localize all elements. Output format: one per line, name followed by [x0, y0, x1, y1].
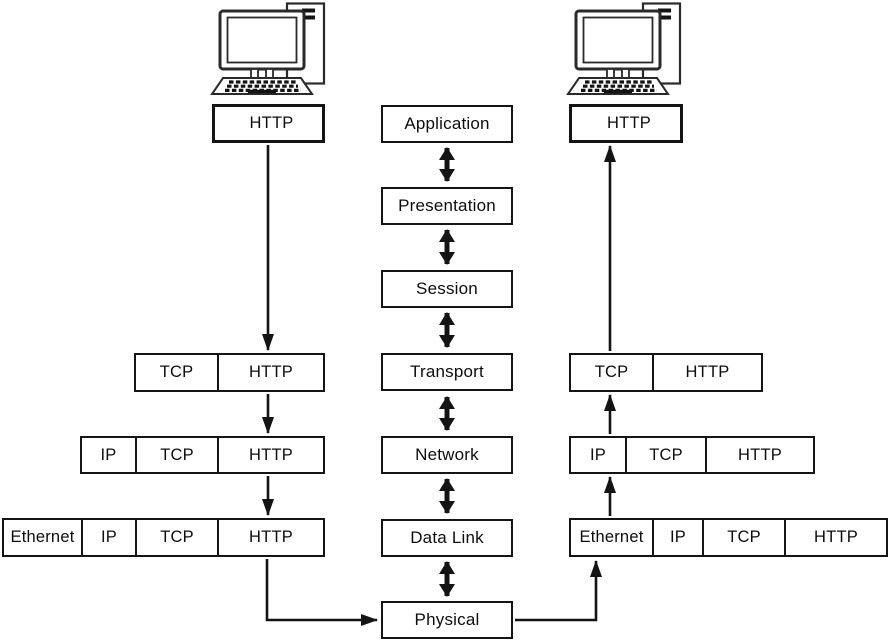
osi-layer-box: Session	[381, 270, 513, 308]
desktop-computer-icon	[566, 1, 682, 96]
osi-layer-label: Data Link	[410, 528, 484, 547]
protocol-label: HTTP	[814, 528, 858, 546]
protocol-label: IP	[590, 445, 606, 464]
protocol-cell: HTTP	[217, 438, 323, 472]
desktop-computer-icon	[210, 1, 326, 96]
osi-layer-label: Session	[416, 279, 478, 298]
protocol-label: HTTP	[249, 528, 293, 546]
protocol-label: TCP	[159, 363, 194, 381]
osi-layer-label: Network	[415, 445, 479, 464]
protocol-cell: TCP	[135, 438, 217, 472]
protocol-label: TCP	[160, 445, 194, 464]
protocol-cell: TCP	[702, 520, 784, 555]
protocol-cell: TCP	[625, 438, 705, 472]
osi-layer-box: Network	[381, 436, 513, 474]
protocol-label: HTTP	[249, 363, 293, 381]
protocol-cell: HTTP	[705, 438, 813, 472]
protocol-label: HTTP	[685, 363, 730, 381]
protocol-label: TCP	[594, 363, 629, 381]
protocol-cell: Ethernet	[4, 520, 81, 555]
protocol-label: Ethernet	[579, 528, 644, 546]
protocol-cell: HTTP	[215, 107, 328, 140]
protocol-cell: HTTP	[217, 355, 323, 390]
arrow-physical-to-ethernet	[515, 560, 602, 622]
protocol-label: HTTP	[607, 114, 651, 132]
osi-layer-box: Application	[381, 105, 513, 143]
packet-row: IP TCP HTTP	[80, 436, 325, 474]
packet-row: TCP HTTP	[569, 353, 763, 392]
protocol-label: HTTP	[249, 445, 293, 464]
protocol-label: IP	[101, 528, 117, 546]
protocol-cell: TCP	[136, 355, 217, 390]
osi-layer-box: Presentation	[381, 187, 513, 225]
osi-layer-box: Transport	[381, 353, 513, 391]
protocol-label: HTTP	[738, 445, 782, 464]
protocol-cell: HTTP	[572, 107, 686, 140]
protocol-label: TCP	[727, 528, 761, 546]
protocol-cell: IP	[81, 520, 135, 555]
osi-layer-label: Application	[404, 114, 490, 133]
protocol-label: TCP	[649, 445, 683, 464]
osi-layer-box: Data Link	[381, 519, 513, 557]
packet-row: IP TCP HTTP	[569, 436, 815, 474]
osi-layer-label: Presentation	[398, 196, 496, 215]
protocol-cell: IP	[652, 520, 702, 555]
protocol-label: Ethernet	[10, 528, 75, 546]
protocol-cell: TCP	[135, 520, 217, 555]
packet-row: Ethernet IP TCP HTTP	[2, 518, 325, 557]
protocol-cell: Ethernet	[571, 520, 652, 555]
packet-row: Ethernet IP TCP HTTP	[569, 518, 888, 557]
osi-layer-label: Transport	[410, 362, 484, 381]
arrow-ethernet-to-physical	[265, 559, 378, 626]
osi-layer-label: Physical	[414, 610, 480, 629]
protocol-cell: HTTP	[217, 520, 323, 555]
protocol-label: IP	[100, 445, 117, 464]
protocol-label: HTTP	[249, 114, 294, 132]
packet-row: HTTP	[569, 104, 683, 143]
protocol-cell: IP	[82, 438, 135, 472]
protocol-cell: HTTP	[652, 355, 761, 390]
packet-row: TCP HTTP	[134, 353, 325, 392]
protocol-cell: HTTP	[784, 520, 886, 555]
protocol-cell: TCP	[571, 355, 652, 390]
osi-layer-box: Physical	[381, 601, 513, 639]
packet-row: HTTP	[212, 104, 325, 143]
protocol-cell: IP	[571, 438, 625, 472]
protocol-label: TCP	[160, 528, 194, 546]
protocol-label: IP	[670, 528, 686, 546]
